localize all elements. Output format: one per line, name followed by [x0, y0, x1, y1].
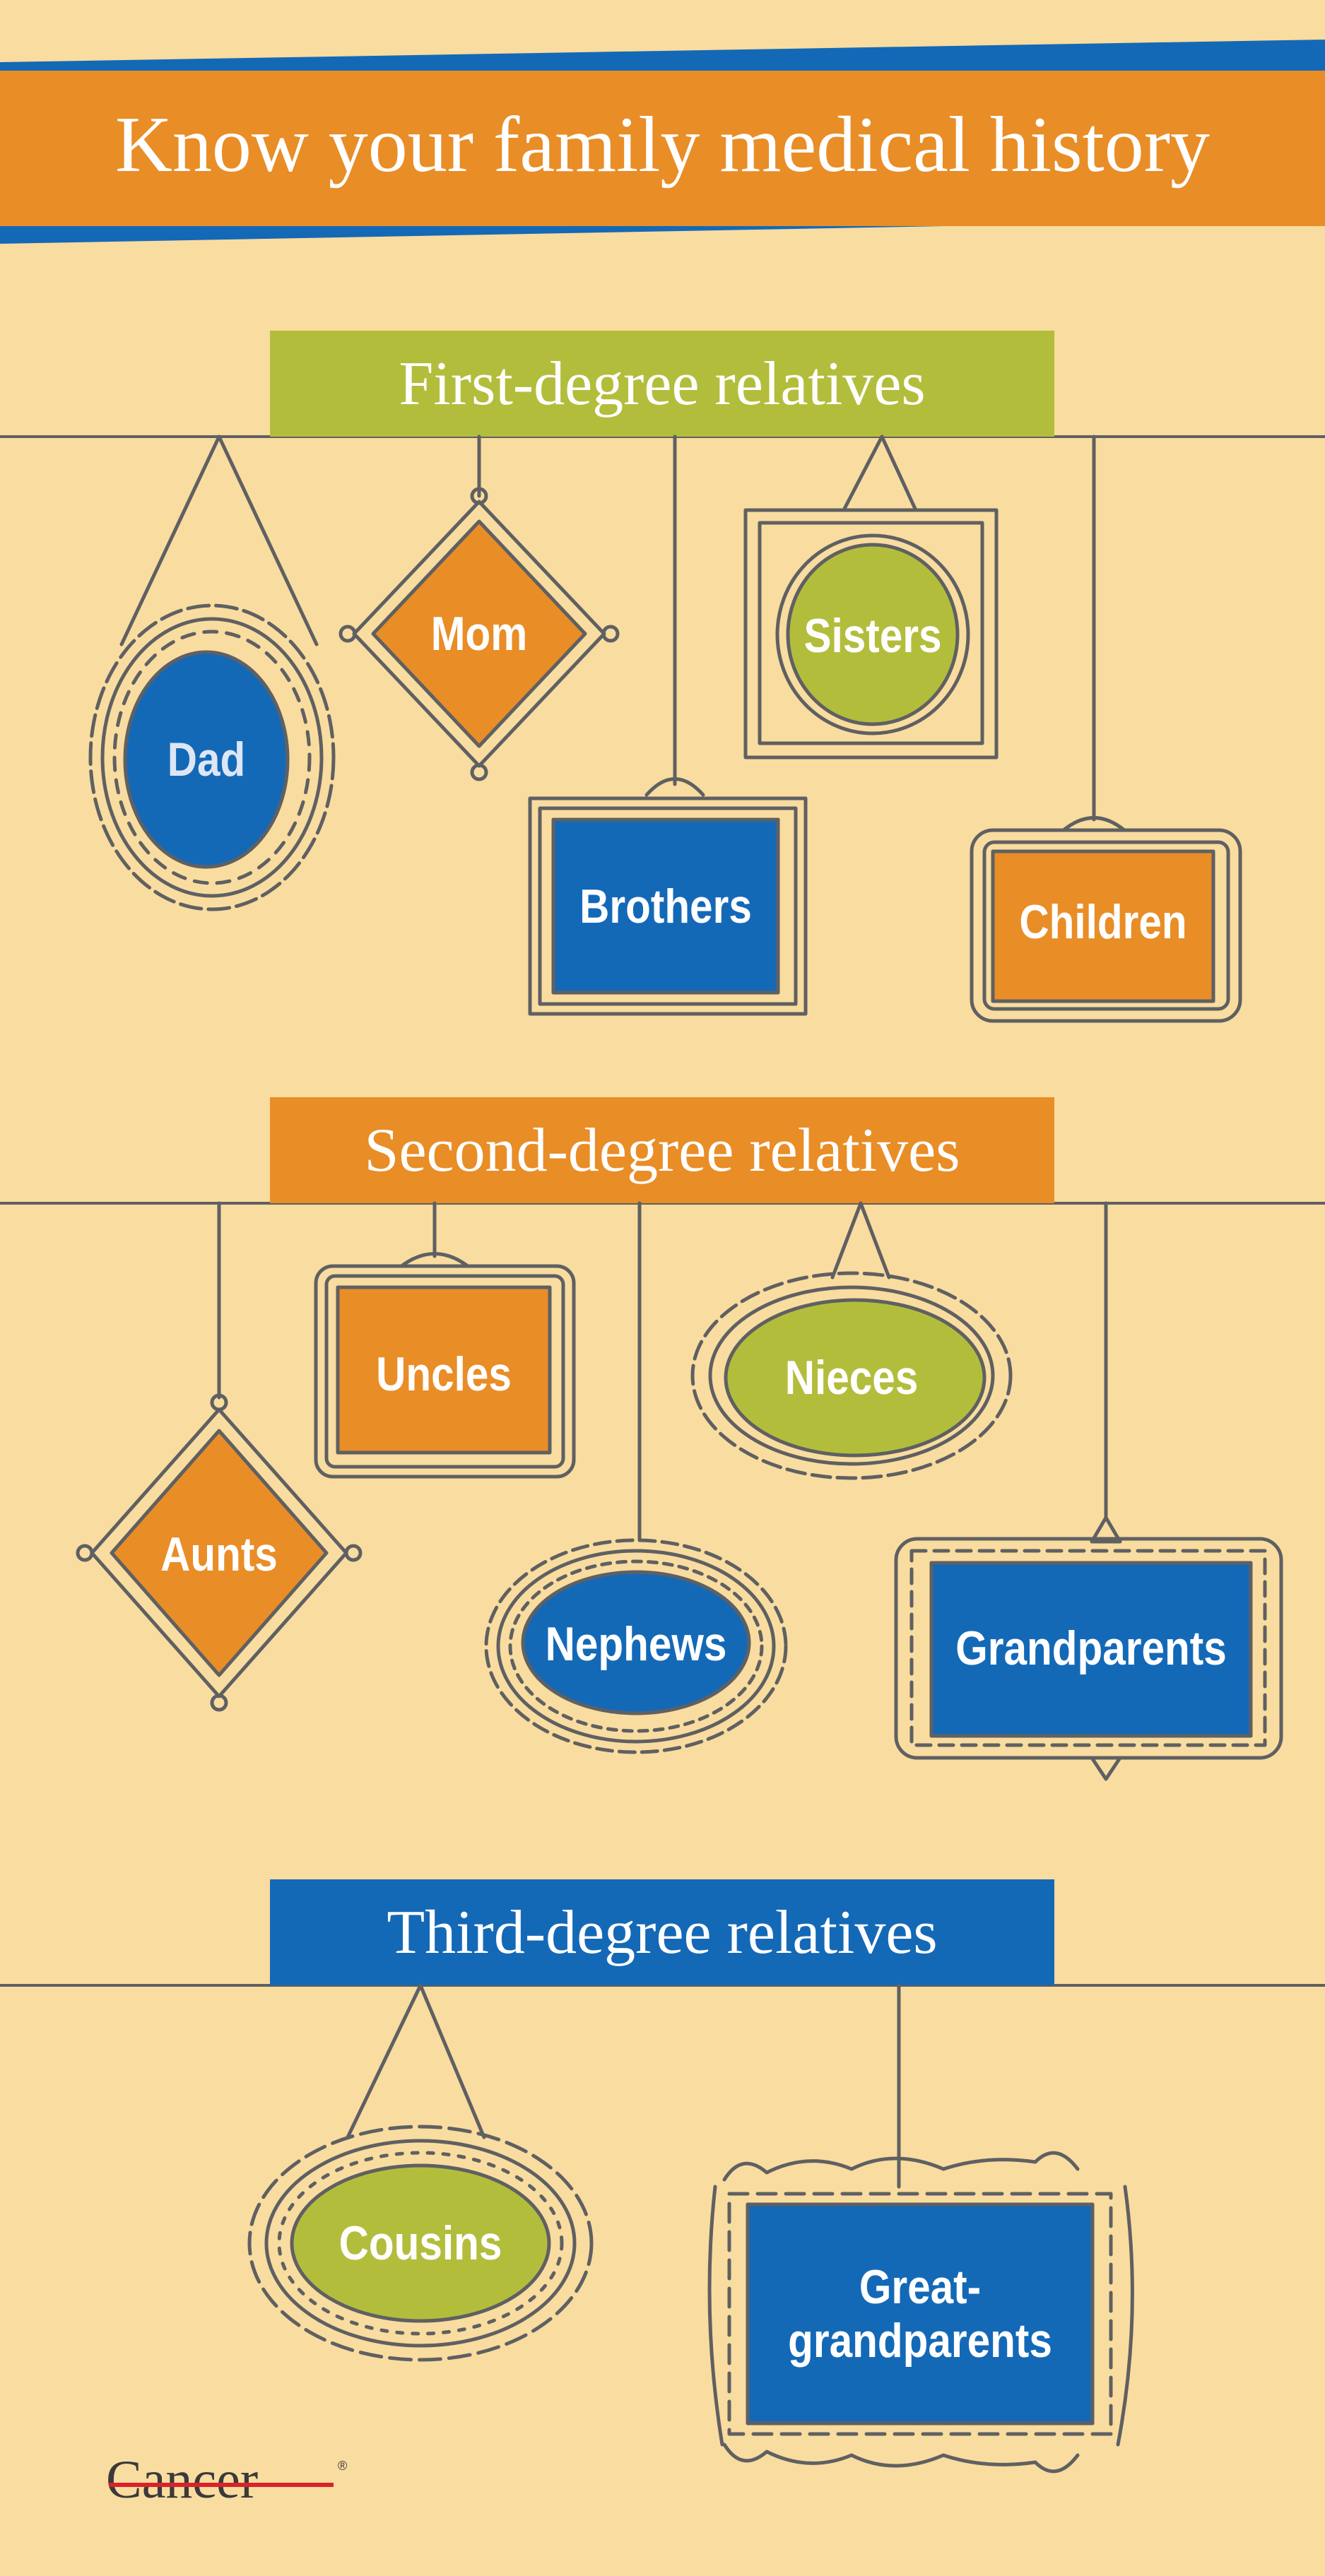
logo-text: Cancer: [106, 2450, 259, 2510]
frame-cousins: [247, 1983, 594, 2362]
frame-aunts: [76, 1201, 363, 1712]
frame-label-sisters: Sisters: [803, 608, 942, 663]
section-label-box-second: [270, 1097, 1054, 1203]
section-heading-third-degree: Third-degree relatives: [387, 1898, 938, 1967]
page-title: Know your family medical history: [114, 100, 1211, 189]
frame-brothers: [528, 435, 808, 1016]
section-label-box-third: [270, 1879, 1054, 1985]
frame-label-dad: Dad: [167, 732, 246, 786]
frame-nieces: [690, 1201, 1013, 1480]
frame-label-great-line1: Great-: [859, 2259, 982, 2314]
frame-label-cousins: Cousins: [338, 2216, 502, 2270]
frame-children: [970, 435, 1242, 1023]
section-heading-first-degree: First-degree relatives: [399, 349, 926, 418]
section-label-box-first: [270, 331, 1054, 437]
frame-label-nieces: Nieces: [784, 1350, 919, 1405]
logo-registered-mark: ®: [338, 2459, 348, 2473]
frame-label-children: Children: [1019, 894, 1187, 949]
frame-nephews: [484, 1201, 788, 1754]
frame-label-uncles: Uncles: [376, 1347, 512, 1401]
frame-sisters: [743, 435, 999, 760]
frame-label-nephews: Nephews: [545, 1617, 727, 1671]
frame-label-great-line2: grandparents: [788, 2314, 1052, 2368]
frame-label-brothers: Brothers: [579, 879, 752, 933]
logo-strike: [109, 2483, 334, 2487]
section-heading-second-degree: Second-degree relatives: [364, 1116, 960, 1185]
frame-label-grandparents: Grandparents: [955, 1621, 1227, 1675]
title-banner: [0, 40, 1325, 244]
frame-label-mom: Mom: [430, 606, 528, 661]
cancer-logo: Cancer ®: [106, 2452, 360, 2508]
frame-label-aunts: Aunts: [160, 1527, 278, 1581]
frame-grandparents: [894, 1201, 1283, 1781]
frame-great-grandparents: [707, 1983, 1134, 2474]
frame-uncles: [314, 1201, 576, 1479]
frame-mom: [338, 435, 620, 781]
frame-label-great-grandparents: Great- grandparents: [772, 2254, 1068, 2374]
frame-dad: [88, 435, 336, 911]
